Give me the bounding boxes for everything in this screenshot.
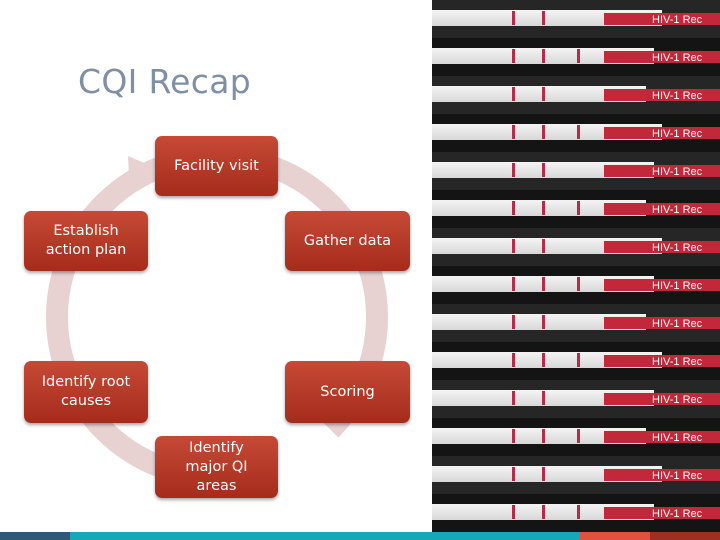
strip-label-text: HIV-1 Rec (652, 318, 703, 330)
footer-bar (0, 532, 720, 540)
test-strip-band (577, 49, 580, 63)
cycle-node-gather-data: Gather data (285, 211, 410, 271)
footer-segment-dark-red (650, 532, 720, 540)
test-strip-band (512, 391, 515, 405)
strip-label-text: HIV-1 Rec (652, 90, 703, 102)
test-strip-band (542, 505, 545, 519)
cycle-node-label: Identify major QI areas (167, 439, 266, 496)
test-strip-band (512, 353, 515, 367)
strip-label-text: HIV-1 Rec (652, 14, 703, 26)
strip-label-text: HIV-1 Rec (652, 508, 703, 520)
footer-segment-dark-blue (0, 532, 70, 540)
test-strip-band (542, 353, 545, 367)
strip-label-text: HIV-1 Rec (652, 52, 703, 64)
footer-segment-red (580, 532, 650, 540)
test-strip-band (577, 201, 580, 215)
test-strip-band (577, 353, 580, 367)
test-strip-band (512, 467, 515, 481)
test-strip-band (512, 125, 515, 139)
strip-label-text: HIV-1 Rec (652, 166, 703, 178)
test-strip-band (512, 11, 515, 25)
strip-label-text: HIV-1 Rec (652, 204, 703, 216)
cycle-node-label: Gather data (304, 232, 391, 251)
cycle-node-label: Scoring (320, 383, 374, 402)
test-strip-band (542, 315, 545, 329)
strip-label-text: HIV-1 Rec (652, 356, 703, 368)
test-strip-band (542, 467, 545, 481)
test-strip-band (512, 239, 515, 253)
test-strip-band (542, 391, 545, 405)
test-strip-band (542, 163, 545, 177)
cycle-node-label: Identify root causes (38, 373, 134, 411)
test-strip-band (542, 87, 545, 101)
cycle-node-label: Establish action plan (42, 222, 130, 260)
strip-label-text: HIV-1 Rec (652, 394, 703, 406)
cycle-node-facility-visit: Facility visit (155, 136, 278, 196)
test-strip-band (512, 505, 515, 519)
test-strip-band (542, 277, 545, 291)
cycle-node-identify-root-causes: Identify root causes (24, 361, 148, 423)
cycle-node-label: Facility visit (174, 157, 259, 176)
strip-label-text: HIV-1 Rec (652, 242, 703, 254)
test-strip-band (512, 49, 515, 63)
test-strip-band (512, 429, 515, 443)
test-strip-band (512, 201, 515, 215)
test-strip-band (542, 201, 545, 215)
strip-label-text: HIV-1 Rec (652, 470, 703, 482)
test-strip-band (542, 239, 545, 253)
test-strip-band (542, 125, 545, 139)
cycle-node-establish-action-plan: Establish action plan (24, 211, 148, 271)
test-strip-band (577, 125, 580, 139)
test-strip-band (577, 429, 580, 443)
test-strip-band (542, 11, 545, 25)
strip-label-text: HIV-1 Rec (652, 280, 703, 292)
test-strip-band (512, 277, 515, 291)
test-strip-band (577, 277, 580, 291)
cycle-node-identify-major-qi-areas: Identify major QI areas (155, 436, 278, 498)
strip-label-text: HIV-1 Rec (652, 432, 703, 444)
test-strip-band (542, 429, 545, 443)
test-strip-band (577, 505, 580, 519)
test-strip-band (512, 315, 515, 329)
strip-label-text: HIV-1 Rec (652, 128, 703, 140)
test-strip-band (512, 87, 515, 101)
test-strip-band (542, 49, 545, 63)
test-strip-band (512, 163, 515, 177)
cycle-node-scoring: Scoring (285, 361, 410, 423)
